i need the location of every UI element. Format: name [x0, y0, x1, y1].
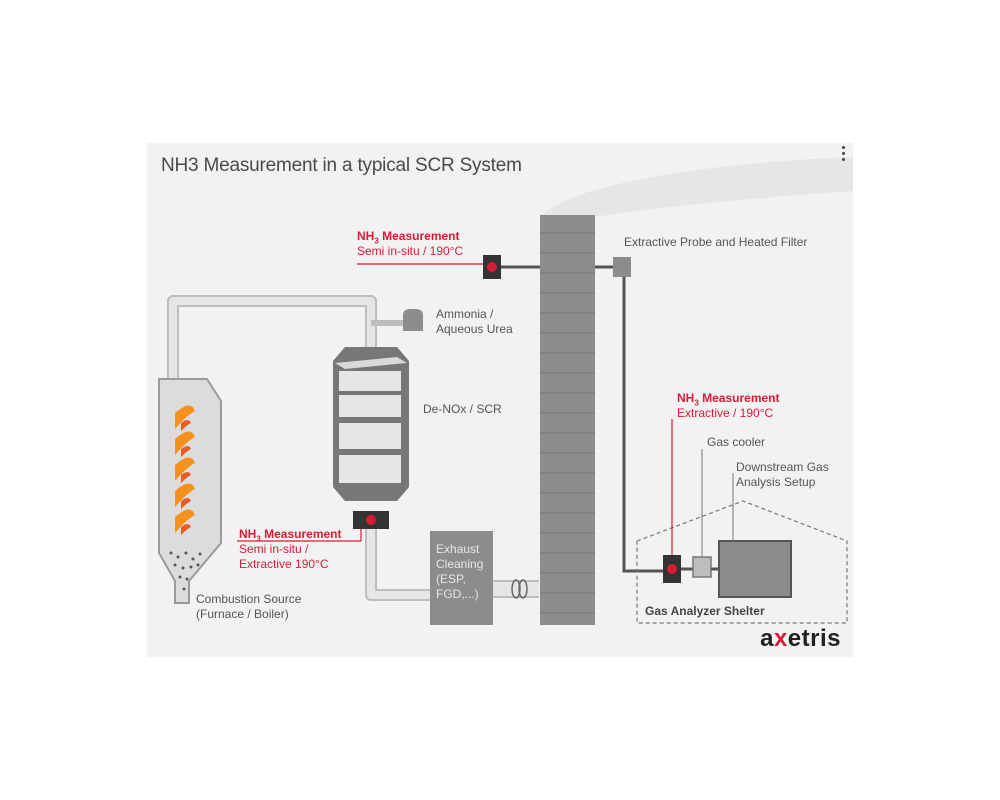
combustion-label: Combustion Source (Furnace / Boiler) [196, 592, 302, 621]
flame-icon [175, 405, 195, 533]
gas-cooler [692, 556, 712, 578]
measurement-label-top: NH3 Measurement Semi in-situ / 190°C [357, 229, 464, 258]
gas-cooler-label: Gas cooler [707, 435, 766, 449]
gas-analyzer-shelter [636, 500, 848, 624]
scr-outlet-pipe [365, 529, 431, 601]
chimney-stack [540, 215, 595, 625]
measurement-label-right: NH3 Measurement Extractive / 190°C [677, 391, 780, 420]
extractive-probe [613, 257, 631, 277]
exhaust-cleaning-unit [430, 531, 493, 625]
measurement-label-left: NH3 Measurement Semi in-situ / Extractiv… [239, 527, 342, 571]
diagram-panel: NH3 Measurement in a typical SCR System … [147, 143, 853, 657]
axetris-logo: axetris [760, 625, 841, 652]
denox-label: De-NOx / SCR [423, 402, 502, 416]
ammonia-tank [403, 309, 423, 331]
ammonia-label: Ammonia / Aqueous Urea [436, 307, 513, 336]
kebab-menu-icon[interactable] [841, 146, 847, 164]
downstream-label: Downstream Gas Analysis Setup [736, 460, 829, 489]
exhaust-cleaning-label: Exhaust Cleaning (ESP, FGD,...) [436, 542, 484, 601]
sample-line [622, 277, 663, 573]
scr-system-diagram [158, 157, 853, 625]
downstream-analyzer [718, 540, 792, 598]
smoke-plume [542, 157, 853, 217]
page-title: NH3 Measurement in a typical SCR System [161, 155, 522, 176]
shelter-label: Gas Analyzer Shelter [645, 604, 765, 618]
probe-label: Extractive Probe and Heated Filter [624, 235, 808, 249]
